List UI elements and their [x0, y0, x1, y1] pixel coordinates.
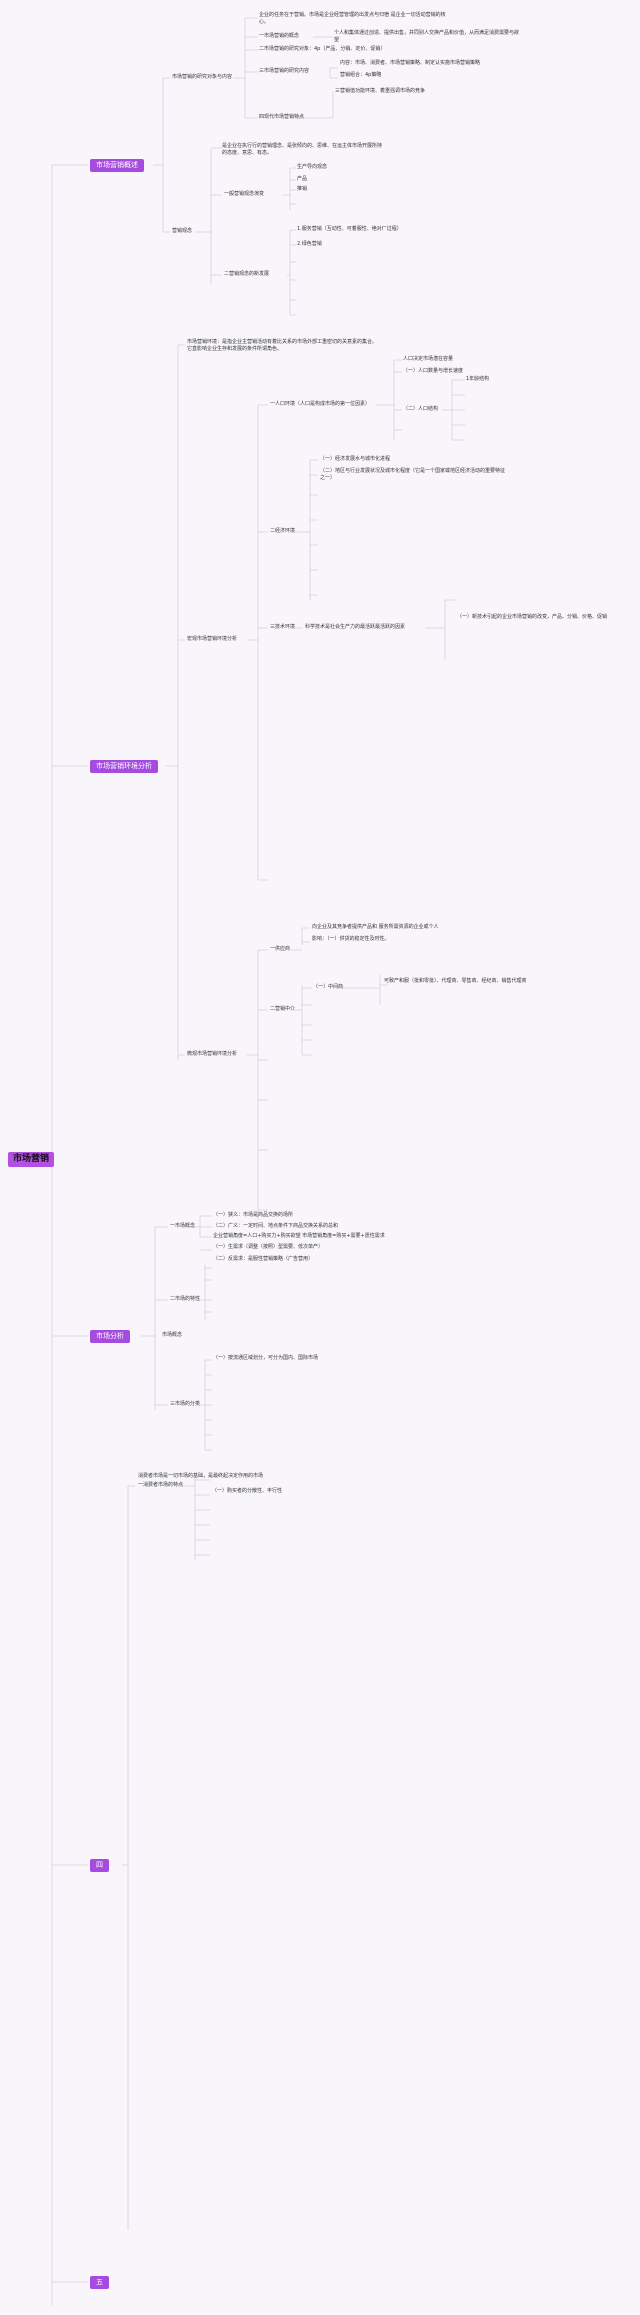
note: 影响：（一）供货的稳定性及时性。	[312, 936, 390, 942]
root-node[interactable]: 市场营销	[8, 1152, 55, 1167]
topic[interactable]: 二营销中介	[270, 1006, 296, 1012]
note: （一）购买者的分散性、丰行性	[212, 1488, 283, 1494]
topic[interactable]: 一市场营销的概念	[259, 33, 300, 39]
note: 营销组合：4p策略	[340, 72, 382, 78]
topic[interactable]: 一市场概念	[170, 1223, 196, 1229]
topic[interactable]: 微观市场营销环境分析	[187, 1051, 238, 1057]
note: （一）生需求（调整（按照）型需要、低次单产）	[213, 1244, 324, 1250]
topic[interactable]: 宏观市场营销环境分析	[187, 636, 238, 642]
branch-node[interactable]: 市场营销环境分析	[90, 760, 158, 773]
topic[interactable]: 三市场的分类	[170, 1401, 201, 1407]
branch-node[interactable]: 五	[90, 2276, 109, 2289]
branch-node[interactable]: 市场营销概述	[90, 159, 144, 172]
note: 是企业在执行行的营销理念、是张倾向的、思维、在运主体市场开展所持的态度、意思、有…	[222, 143, 383, 156]
topic[interactable]: 一消费者市场的特点	[138, 1482, 184, 1488]
topic[interactable]: 三市场营销的研究内容	[259, 68, 310, 74]
note: （二）地区与行业发展状况及城市化程度（它是一个国家或地区经济活动的重要特征之一）	[320, 468, 506, 481]
topic[interactable]: 二经济环境	[270, 528, 296, 534]
note: 可致产和服（批和零批）、代理商、零售商、经纪商、销售代理商	[384, 978, 527, 984]
note: （一）狭义：市场是商品交换的场所	[213, 1212, 294, 1218]
list-item: 推销	[297, 186, 308, 192]
topic[interactable]: 四现代市场营销特点	[259, 114, 305, 120]
topic[interactable]: 一供应商	[270, 946, 291, 952]
note: 个人和集体通过创造、提供出售，并同别人交换产品和价值，从而满足消费需要与欲望	[334, 30, 520, 43]
topic[interactable]: 营销观念	[172, 228, 193, 234]
branch-node[interactable]: 市场分析	[90, 1330, 130, 1343]
branch-node[interactable]: 四	[90, 1859, 109, 1872]
note: 企业的任务在于营销。市场是企业经营管理的出发点与归宿 是企业一切活动营销的核心。	[259, 12, 446, 25]
topic[interactable]: 二市场营销的研究对象：4p（产品、分销、定价、促销）	[259, 46, 386, 52]
note: （一）新技术引起的企业市场营销的改变，产品、分销、价格、促销	[457, 614, 608, 620]
note: （一）人口数量与增长速度	[403, 368, 464, 374]
note: （一）中间商	[313, 984, 344, 990]
topic[interactable]: 市场概念	[162, 1332, 183, 1338]
list-item: 2.绿色营销	[297, 241, 322, 247]
note: 1年龄结构	[466, 376, 490, 382]
note: （一）经济发展水与城市化进程	[320, 456, 391, 462]
note: 三营销值功能环境、着重强调市场的竞争	[335, 88, 426, 94]
list-item: 1.服务营销（互动性、可着服性、绝对厂过程）	[297, 226, 402, 232]
note: 消费者市场是一切市场的基础，是最终起决定作用的市场	[138, 1473, 264, 1479]
note: （二）人口结构	[403, 406, 439, 412]
topic[interactable]: 一般营销观念演变	[224, 191, 265, 197]
note: 科学技术是社会生产力的最活跃最活跃的因素	[305, 624, 406, 630]
note: 内容：市场、消费者、市场营销策略、制定认实施市场营销策略	[340, 60, 481, 66]
topic[interactable]: 市场营销的研究对象与内容	[172, 74, 233, 80]
note: （二）广义：一定时间、地点条件下商品交换关系的总和	[213, 1223, 339, 1229]
note: 市场营销环境：是指企业主营销活动有着比关系的市场外部工重密切的关意素的集合。它直…	[187, 339, 378, 352]
topic[interactable]: 二市场的特性	[170, 1296, 201, 1302]
note: 向企业及其竞争者提供产品和 服务所需资源的企业或个人	[312, 924, 439, 930]
note: 人口决定市场潜在容量	[403, 356, 454, 362]
note: 企业营销角度=人口+购买力+购买欲望 市场营销角度=购买+需要+愿性需求	[213, 1233, 385, 1239]
topic[interactable]: 一人口环境（人口是构成市场的第一位因素）	[270, 401, 371, 407]
topic[interactable]: 三技术环境	[270, 624, 296, 630]
list-item: 生产导向观念	[297, 164, 328, 170]
note: （一）按流通区域划分，可分为国内、国际市场	[213, 1355, 319, 1361]
list-item: 产品	[297, 176, 308, 182]
topic[interactable]: 二营销观念的新发展	[224, 271, 270, 277]
note: （二）反需求：是服性营销策略（广告营用）	[213, 1256, 314, 1262]
